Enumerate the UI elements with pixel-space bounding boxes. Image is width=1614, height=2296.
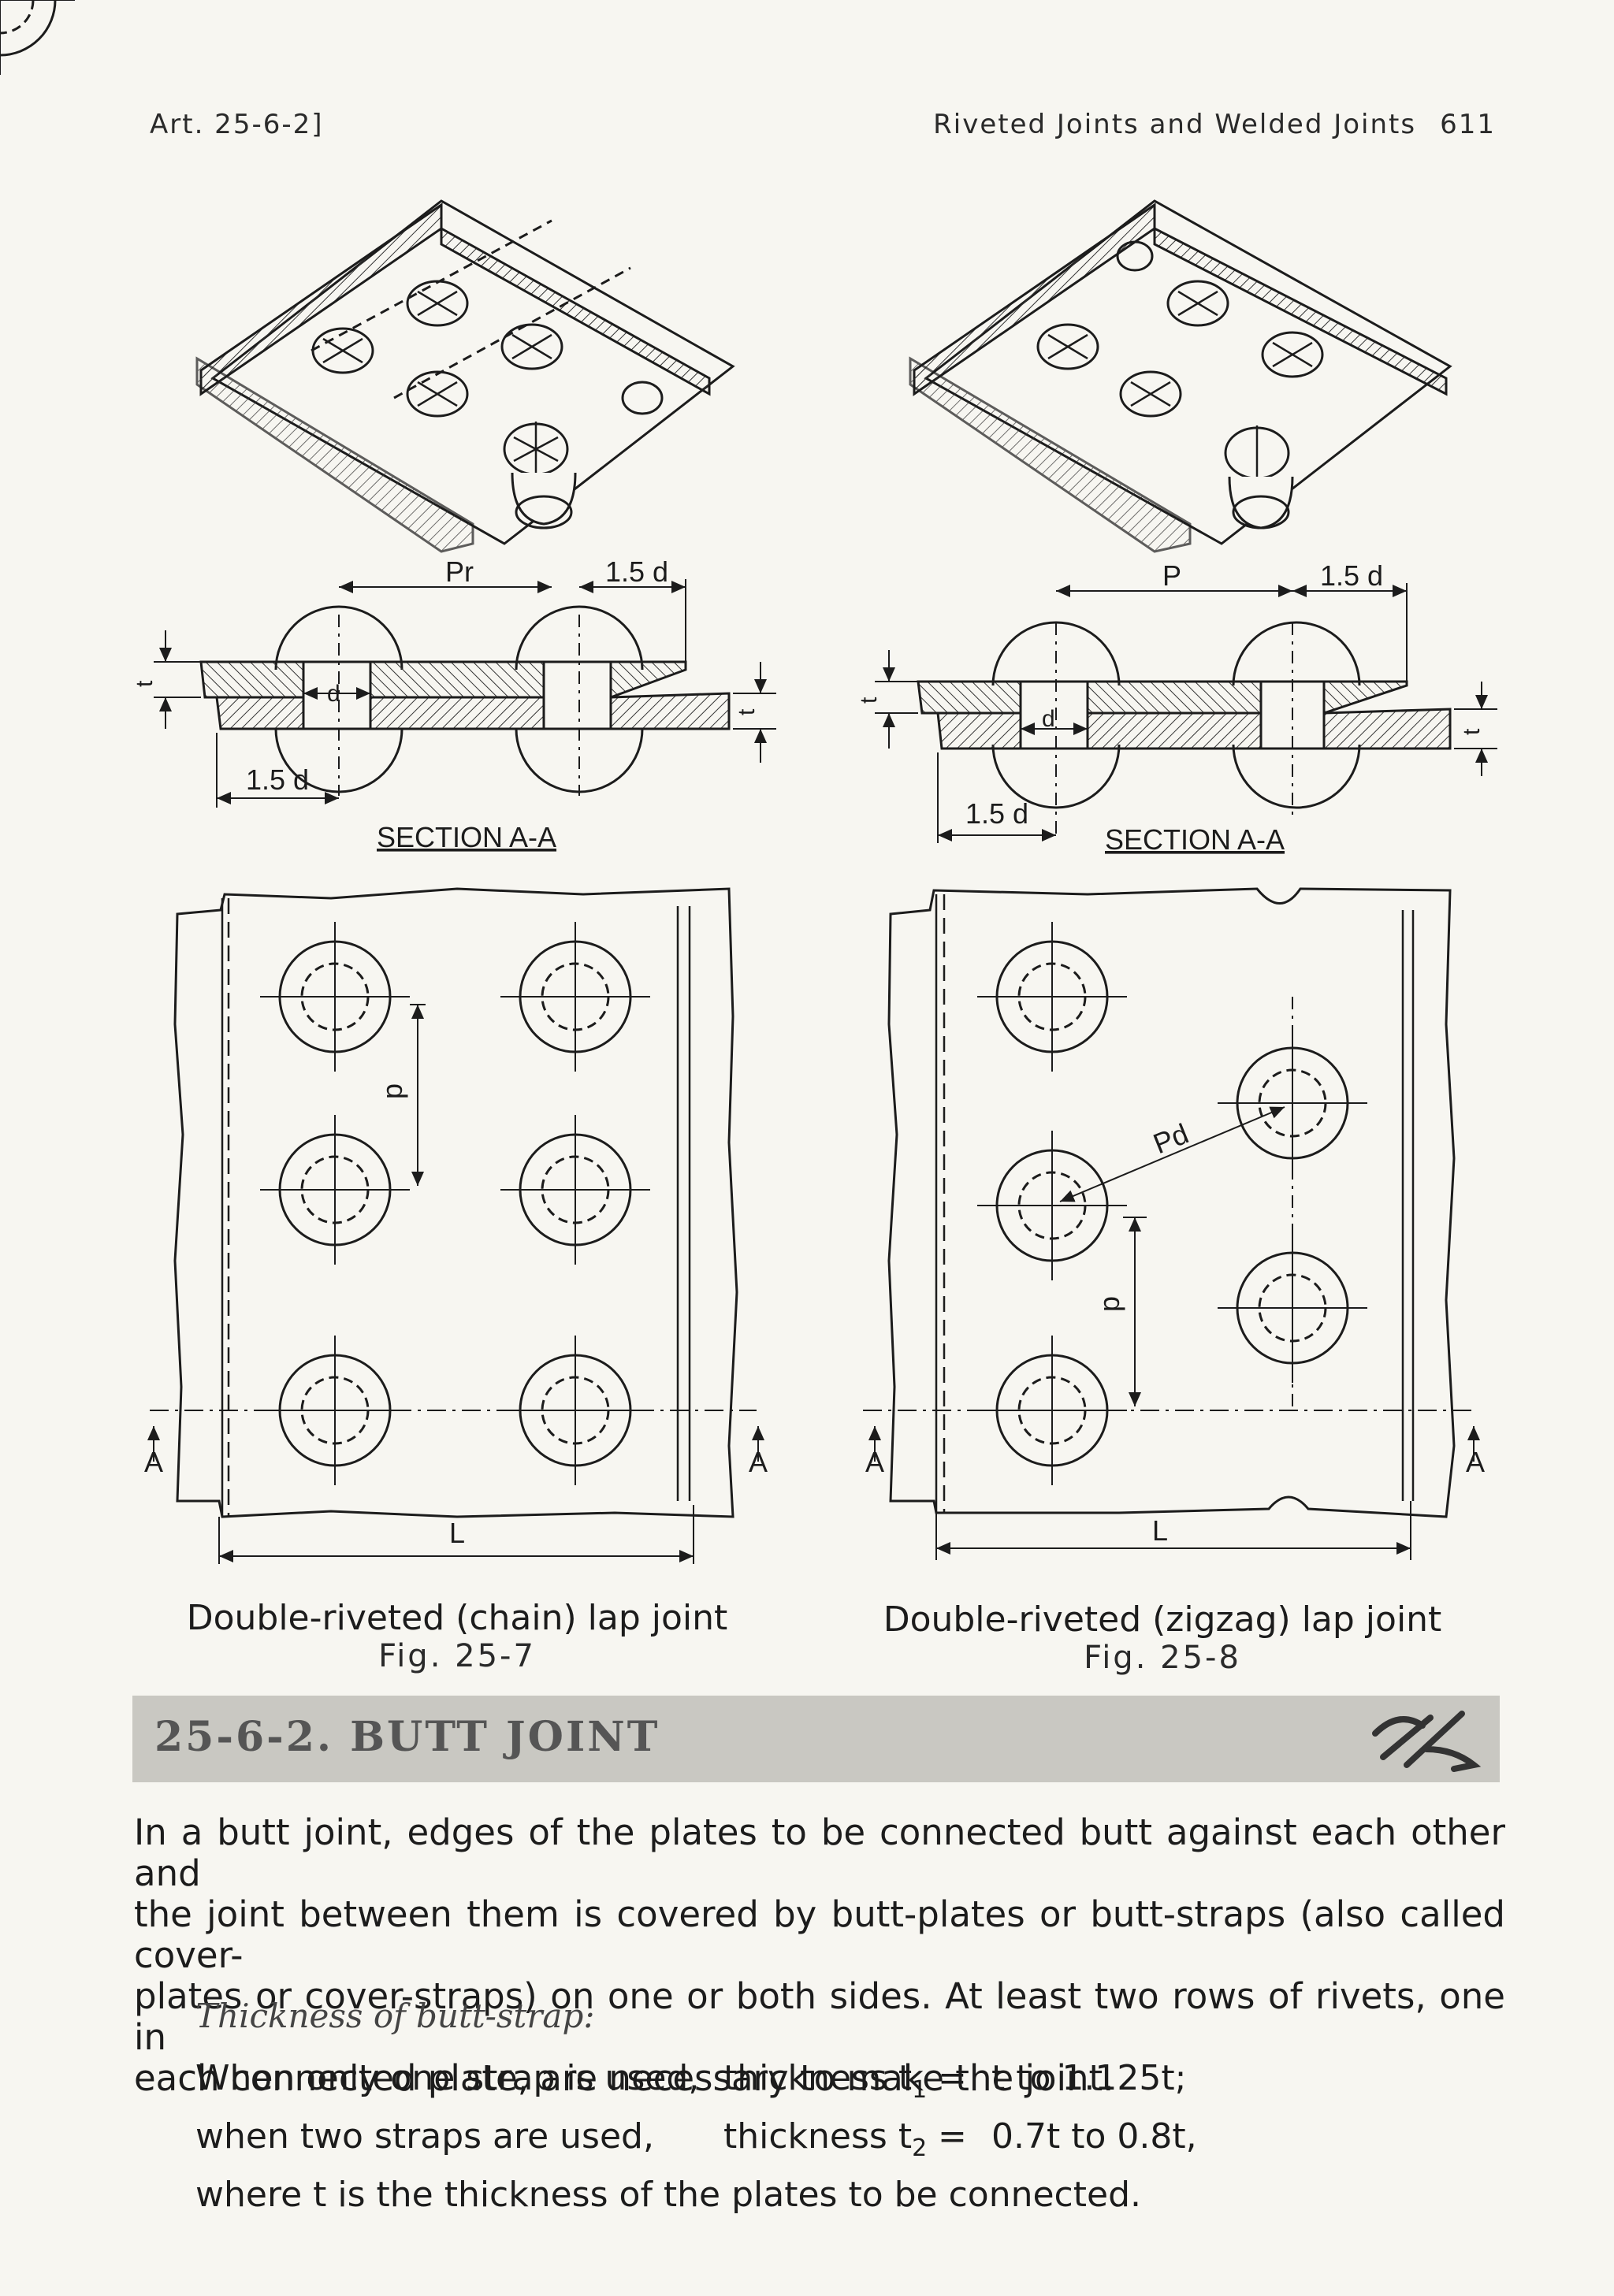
eq1-condition: When only one strap is used, [195,2058,700,2098]
fig1-isometric [195,199,735,553]
page-number: 611 [1440,109,1496,140]
eq1-qty-text: thickness t [723,2058,913,2098]
paragraph-line: plates or cover-straps) on one or both s… [134,1975,1505,2058]
fig2-section [875,583,1497,843]
fig1-section [154,579,776,808]
fig1-pitch-label: Pr [445,555,474,588]
fig2-dia-label: d [1042,706,1055,732]
fig1-marker-left: A [144,1446,163,1478]
fig2-plan [863,887,1480,1560]
fig2-marker-right: A [1466,1446,1485,1478]
closing-text: where t is the thickness of the plates t… [195,2175,1141,2215]
fig2-plan-pitch-label: p [1093,1296,1125,1312]
eq1-equals: = [938,2058,967,2098]
eq2-subscript: 2 [912,2134,928,2162]
fig1-thick-label-right: t [734,708,760,715]
section-heading-band: 25-6-2. BUTT JOINT [132,1696,1500,1782]
fig2-pitch-label: P [1162,559,1181,592]
eq2-rhs: 0.7t to 0.8t, [991,2116,1197,2157]
section-title: 25-6-2. BUTT JOINT [154,1713,660,1761]
running-header-right: Riveted Joints and Welded Joints 611 [933,109,1496,140]
eq1-subscript: 1 [912,2075,928,2104]
fig2-caption: Double-riveted (zigzag) lap joint Fig. 2… [863,1599,1462,1675]
subheading: Thickness of butt-strap: [195,1997,595,2035]
eq2-qty-text: thickness t [723,2116,913,2157]
fig1-section-label: SECTION A-A [377,821,556,853]
running-header-left: Art. 25-6-2] [150,109,324,140]
fig2-isometric [909,199,1452,553]
fig2-length-label: L [1152,1514,1168,1547]
fig2-caption-title: Double-riveted (zigzag) lap joint [883,1599,1442,1640]
fig2-margin-top-label: 1.5 d [1320,559,1383,592]
fig1-caption: Double-riveted (chain) lap joint Fig. 25… [158,1598,757,1674]
eq2-equals: = [938,2116,967,2157]
body-paragraph: In a butt joint, edges of the plates to … [134,1812,1505,2099]
fig1-caption-title: Double-riveted (chain) lap joint [186,1598,728,1638]
fig1-margin-bottom-label: 1.5 d [246,763,309,796]
eq1-quantity: thickness t1 [723,2058,927,2104]
fig1-number: Fig. 25-7 [378,1638,536,1674]
fig1-plan [0,0,764,1564]
fig1-dia-label: d [327,681,340,707]
eq1-rhs: t to 1.125t; [991,2058,1187,2098]
fig2-margin-bottom-label: 1.5 d [965,797,1028,830]
fig2-thick-label-right: t [1459,728,1485,735]
eq2-quantity: thickness t2 [723,2116,927,2162]
fig1-marker-right: A [749,1446,768,1478]
paragraph-line: the joint between them is covered by but… [134,1893,1505,1976]
eq2-condition: when two straps are used, [195,2116,654,2157]
fig2-number: Fig. 25-8 [1084,1640,1241,1676]
fig1-plan-pitch-label: p [376,1083,408,1099]
fig2-thick-label: t [856,697,882,704]
fig1-margin-top-label: 1.5 d [605,555,668,588]
figures-canvas: Pr 1.5 d d 1.5 d t t SECTION A-A [0,0,1497,1564]
running-title: Riveted Joints and Welded Joints [933,109,1417,140]
fig2-marker-left: A [865,1446,884,1478]
paragraph-line: In a butt joint, edges of the plates to … [134,1811,1505,1894]
paragraph-line: each connected plate, are necessary to m… [134,2057,1114,2099]
fig1-thick-label: t [132,680,158,687]
fig2-section-label: SECTION A-A [1105,823,1285,856]
scissors-ornament-icon [1372,1711,1482,1772]
fig1-length-label: L [449,1517,465,1549]
